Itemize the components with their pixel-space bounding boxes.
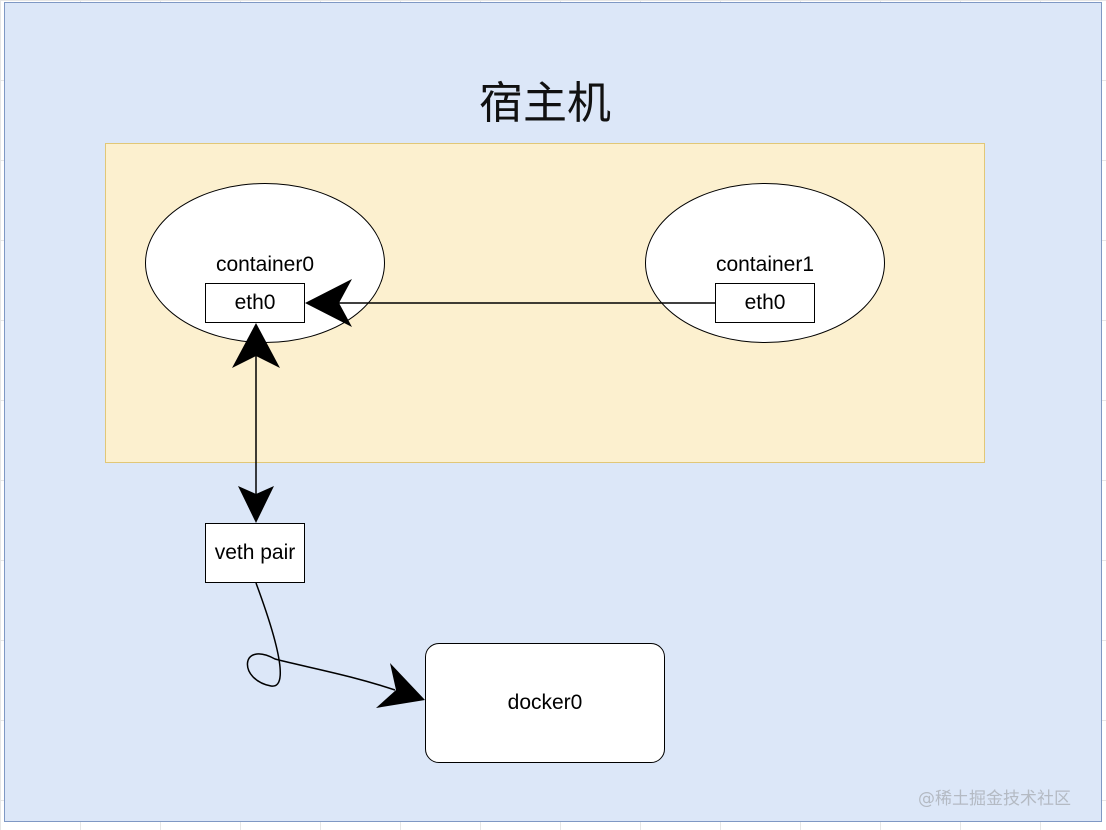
veth-pair-box[interactable]: veth pair [205,523,305,583]
container1-label: container1 [715,253,815,276]
container0-label: container0 [215,253,315,276]
host-title: 宿主机 [479,78,611,129]
watermark: @稀土掘金技术社区 [918,789,1071,809]
docker0-bridge-box[interactable]: docker0 [425,643,665,763]
container0-eth0-box[interactable]: eth0 [205,283,305,323]
container1-eth0-box[interactable]: eth0 [715,283,815,323]
